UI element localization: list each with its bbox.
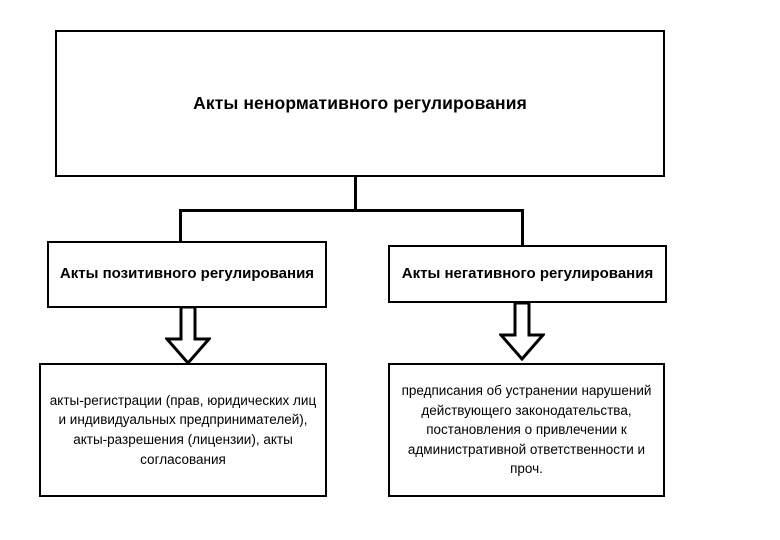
node-positive-regulation-details: акты-регистрации (прав, юридических лиц … (39, 363, 327, 497)
arrow-down-icon-positive (165, 307, 211, 365)
node-positive-label: Акты позитивного регулирования (59, 265, 315, 283)
arrow-down-icon-negative (499, 303, 545, 361)
connector-root-stem (354, 176, 357, 211)
node-negative-detail-text: предписания об устранении нарушений дейс… (401, 383, 652, 477)
connector-drop-left (179, 209, 182, 242)
connector-horizontal-bar (179, 209, 524, 212)
connector-drop-right (521, 209, 524, 246)
node-negative-label: Акты негативного регулирования (401, 264, 654, 282)
node-positive-detail-text: акты-регистрации (прав, юридических лиц … (49, 392, 317, 467)
node-root-acts-of-non-normative-regulation: Акты ненормативного регулирования (55, 30, 665, 177)
node-acts-of-positive-regulation: Акты позитивного регулирования (47, 241, 327, 308)
node-negative-regulation-details: предписания об устранении нарушений дейс… (388, 363, 665, 497)
node-acts-of-negative-regulation: Акты негативного регулирования (388, 245, 667, 303)
node-root-label: Акты ненормативного регулирования (193, 92, 527, 113)
